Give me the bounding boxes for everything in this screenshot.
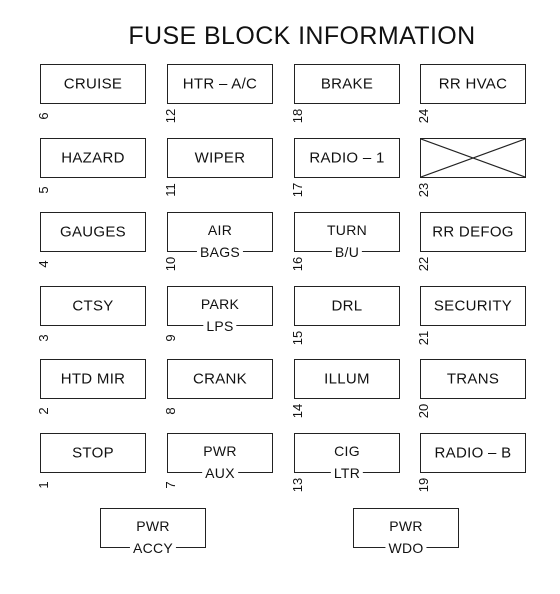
- fuse-label: DRL: [331, 297, 363, 315]
- fuse-label-second-line: AUX: [202, 465, 238, 481]
- fuse-label: CTSY: [72, 297, 114, 315]
- fuse-number: 1: [36, 481, 51, 489]
- fuse-label-second-line: LTR: [330, 465, 364, 481]
- fuse-slot: GAUGES: [40, 212, 146, 252]
- fuse-number: 22: [416, 256, 431, 272]
- fuse-label: TRANS: [446, 370, 500, 388]
- fuse-label: HTR – A/C: [182, 75, 258, 93]
- fuse-slot: DRL: [294, 286, 400, 326]
- fuse-slot: HTD MIR: [40, 359, 146, 399]
- fuse-label-second-line: LPS: [203, 318, 237, 334]
- fuse-label: RR DEFOG: [432, 223, 514, 241]
- fuse-label: RADIO – 1: [309, 149, 385, 167]
- fuse-slot: HAZARD: [40, 138, 146, 178]
- fuse-label: PWR: [203, 443, 237, 459]
- fuse-number: 19: [416, 477, 431, 493]
- fuse-slot: PARK LPS: [167, 286, 273, 334]
- fuse-slot: RADIO – 1: [294, 138, 400, 178]
- fuse-label: RADIO – B: [434, 444, 512, 462]
- fuse-label: SECURITY: [433, 297, 513, 315]
- fuse-slot: PWR AUX: [167, 433, 273, 481]
- fuse-label: ILLUM: [324, 370, 370, 388]
- fuse-label-second-line: BAGS: [196, 244, 244, 260]
- fuse-slot: AIR BAGS: [167, 212, 273, 260]
- fuse-slot: ILLUM: [294, 359, 400, 399]
- fuse-label-second-line: ACCY: [129, 540, 177, 556]
- fuse-label: BRAKE: [320, 75, 374, 93]
- fuse-number: 10: [163, 256, 178, 272]
- diagram-title: FUSE BLOCK INFORMATION: [128, 22, 476, 50]
- fuse-number: 18: [290, 108, 305, 124]
- fuse-slot: RR HVAC: [420, 64, 526, 104]
- fuse-slot: CIG LTR: [294, 433, 400, 481]
- fuse-label: HAZARD: [61, 149, 125, 167]
- fuse-number: 9: [163, 334, 178, 342]
- fuse-slot-large: PWR ACCY: [100, 508, 206, 556]
- fuse-slot: CRANK: [167, 359, 273, 399]
- fuse-label: STOP: [72, 444, 114, 462]
- fuse-number: 21: [416, 330, 431, 346]
- fuse-slot: TRANS: [420, 359, 526, 399]
- fuse-label: CRUISE: [63, 75, 123, 93]
- fuse-slot-empty: [420, 138, 526, 178]
- fuse-slot: TURN B/U: [294, 212, 400, 260]
- empty-slot-cross: [421, 139, 525, 177]
- fuse-label: GAUGES: [60, 223, 126, 241]
- fuse-number: 7: [163, 481, 178, 489]
- fuse-number: 24: [416, 108, 431, 124]
- fuse-label: PWR: [389, 518, 423, 534]
- fuse-number: 2: [36, 407, 51, 415]
- fuse-number: 3: [36, 334, 51, 342]
- fuse-slot: RADIO – B: [420, 433, 526, 473]
- fuse-number: 8: [163, 407, 178, 415]
- fuse-label: CIG: [334, 443, 360, 459]
- fuse-number: 23: [416, 182, 431, 198]
- fuse-number: 16: [290, 256, 305, 272]
- fuse-label: HTD MIR: [60, 370, 126, 388]
- fuse-slot: RR DEFOG: [420, 212, 526, 252]
- fuse-number: 17: [290, 182, 305, 198]
- fuse-label: TURN: [326, 222, 368, 238]
- fuse-label-second-line: WDO: [385, 540, 427, 556]
- fuse-slot: STOP: [40, 433, 146, 473]
- fuse-label: PARK: [200, 296, 240, 312]
- fuse-label: PWR: [136, 518, 170, 534]
- fuse-slot: CTSY: [40, 286, 146, 326]
- fuse-number: 6: [36, 112, 51, 120]
- fuse-label: AIR: [207, 222, 233, 238]
- fuse-slot: WIPER: [167, 138, 273, 178]
- fuse-number: 5: [36, 186, 51, 194]
- fuse-number: 13: [290, 477, 305, 493]
- fuse-label: WIPER: [194, 149, 246, 167]
- fuse-number: 12: [163, 108, 178, 124]
- fuse-slot-large: PWR WDO: [353, 508, 459, 556]
- fuse-number: 20: [416, 403, 431, 419]
- fuse-number: 11: [163, 183, 178, 197]
- fuse-slot: CRUISE: [40, 64, 146, 104]
- fuse-label: RR HVAC: [438, 75, 508, 93]
- fuse-number: 14: [290, 403, 305, 419]
- fuse-slot: HTR – A/C: [167, 64, 273, 104]
- fuse-label: CRANK: [192, 370, 247, 388]
- fuse-number: 15: [290, 330, 305, 346]
- fuse-slot: SECURITY: [420, 286, 526, 326]
- fuse-number: 4: [36, 260, 51, 268]
- fuse-slot: BRAKE: [294, 64, 400, 104]
- fuse-label-second-line: B/U: [331, 244, 363, 260]
